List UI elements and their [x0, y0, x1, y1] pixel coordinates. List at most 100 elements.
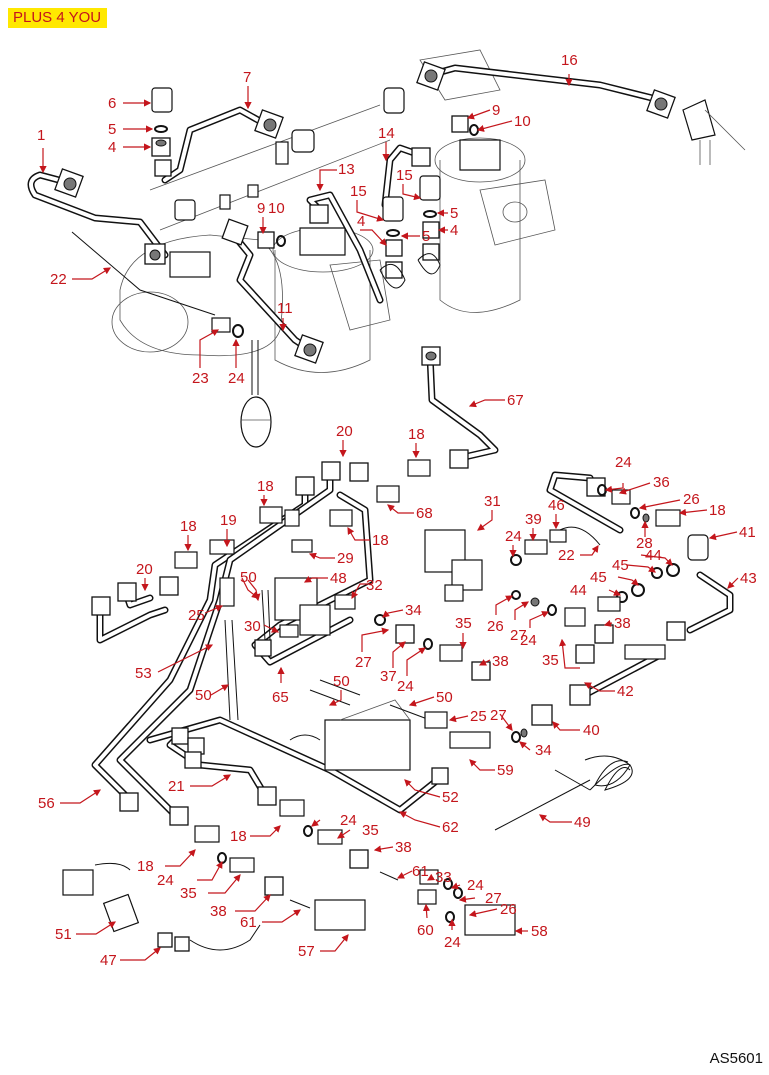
callout-13: 13 [338, 161, 355, 178]
callout-20: 20 [136, 561, 153, 578]
callout-68: 68 [416, 505, 433, 522]
callout-34: 34 [535, 742, 552, 759]
callout-52: 52 [442, 789, 459, 806]
callout-44: 44 [570, 582, 587, 599]
callout-42: 42 [617, 683, 634, 700]
callout-51: 51 [55, 926, 72, 943]
callout-48: 48 [330, 570, 347, 587]
brand-badge: PLUS 4 YOU [8, 8, 108, 28]
callout-16: 16 [561, 52, 578, 69]
callout-22: 22 [50, 271, 67, 288]
callout-50: 50 [333, 673, 350, 690]
callout-38: 38 [210, 903, 227, 920]
callout-39: 39 [525, 511, 542, 528]
callout-56: 56 [38, 795, 55, 812]
callout-59: 59 [497, 762, 514, 779]
callout-44: 44 [645, 547, 662, 564]
callout-35: 35 [455, 615, 472, 632]
callout-37: 37 [380, 668, 397, 685]
callout-10: 10 [268, 200, 285, 217]
callout-11: 11 [277, 300, 293, 317]
callout-50: 50 [240, 569, 257, 586]
callout-35: 35 [180, 885, 197, 902]
callout-24: 24 [615, 454, 632, 471]
callout-23: 23 [192, 370, 209, 387]
callout-27: 27 [485, 890, 502, 907]
callout-38: 38 [492, 653, 509, 670]
callout-18: 18 [372, 532, 389, 549]
callout-6: 6 [108, 95, 116, 112]
callout-24: 24 [397, 678, 414, 695]
callout-65: 65 [272, 689, 289, 706]
callout-18: 18 [137, 858, 154, 875]
callout-1: 1 [37, 127, 45, 144]
callout-4: 4 [108, 139, 116, 156]
callout-26: 26 [487, 618, 504, 635]
callout-24: 24 [157, 872, 174, 889]
callout-61: 61 [240, 914, 257, 931]
callout-45: 45 [590, 569, 607, 586]
callout-57: 57 [298, 943, 315, 960]
callout-25: 25 [470, 708, 487, 725]
lower-fittings [62, 346, 709, 952]
callout-5: 5 [450, 205, 458, 222]
callout-9: 9 [492, 102, 500, 119]
callout-27: 27 [510, 627, 527, 644]
callout-62: 62 [442, 819, 459, 836]
callout-67: 67 [507, 392, 524, 409]
callout-34: 34 [405, 602, 422, 619]
callout-53: 53 [135, 665, 152, 682]
callout-35: 35 [542, 652, 559, 669]
callout-36: 36 [653, 474, 670, 491]
callout-7: 7 [243, 69, 251, 86]
callout-4: 4 [450, 222, 458, 239]
callout-38: 38 [614, 615, 631, 632]
callout-27: 27 [490, 707, 507, 724]
callout-5: 5 [422, 228, 430, 245]
callout-21: 21 [168, 778, 185, 795]
callout-27: 27 [355, 654, 372, 671]
callout-32: 32 [366, 577, 383, 594]
callout-50: 50 [195, 687, 212, 704]
callout-18: 18 [180, 518, 197, 535]
callout-41: 41 [739, 524, 756, 541]
callout-4: 4 [357, 213, 365, 230]
callout-22: 22 [558, 547, 575, 564]
callout-5: 5 [108, 121, 116, 138]
callout-18: 18 [257, 478, 274, 495]
callout-24: 24 [228, 370, 245, 387]
callout-58: 58 [531, 923, 548, 940]
callout-24: 24 [505, 528, 522, 545]
callout-49: 49 [574, 814, 591, 831]
callout-60: 60 [417, 922, 434, 939]
callout-47: 47 [100, 952, 117, 969]
callout-24: 24 [444, 934, 461, 951]
callout-28: 28 [636, 535, 653, 552]
callouts: 1 4 5 6 7 9 10 11 13 14 15 15 4 5 5 4 9 … [37, 52, 757, 969]
upper-fittings [54, 61, 676, 364]
callout-9: 9 [257, 200, 265, 217]
callout-24: 24 [340, 812, 357, 829]
callout-29: 29 [337, 550, 354, 567]
callout-35: 35 [362, 822, 379, 839]
callout-45: 45 [612, 557, 629, 574]
callout-19: 19 [220, 512, 237, 529]
callout-33: 33 [435, 869, 452, 886]
callout-50: 50 [436, 689, 453, 706]
callout-24: 24 [520, 632, 537, 649]
callout-24: 24 [467, 877, 484, 894]
callout-46: 46 [548, 497, 565, 514]
callout-15: 15 [350, 183, 367, 200]
callout-14: 14 [378, 125, 395, 142]
callout-38: 38 [395, 839, 412, 856]
boiler-assembly [111, 49, 746, 448]
upper-pipes [27, 64, 664, 354]
callout-10: 10 [514, 113, 531, 130]
callout-15: 15 [396, 167, 413, 184]
callout-18: 18 [230, 828, 247, 845]
callout-26: 26 [683, 491, 700, 508]
callout-31: 31 [484, 493, 501, 510]
callout-25: 25 [188, 607, 205, 624]
callout-43: 43 [740, 570, 757, 587]
